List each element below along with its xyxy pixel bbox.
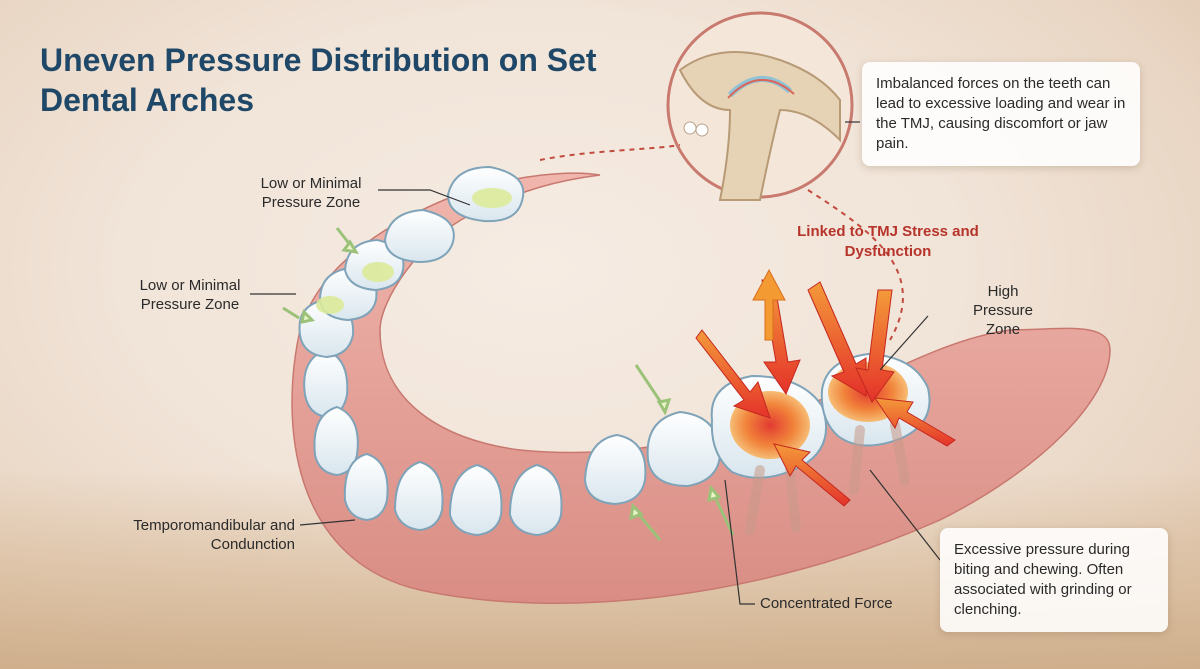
tmj-joint-inset (666, 11, 854, 201)
label-low-pressure-top: Low or Minimal Pressure Zone (260, 175, 362, 211)
orange-up-arrow (752, 268, 786, 341)
tmj-callout-text: Imbalanced forces on the teeth can lead … (876, 75, 1126, 152)
low-pressure-arrows (282, 227, 735, 541)
leader-lines (250, 121, 941, 605)
mid-molar (646, 410, 722, 488)
front-teeth (303, 348, 647, 537)
label-high-pressure-zone: High Pressure Zone (972, 283, 1034, 338)
tmj-callout-card: Imbalanced forces on the teeth can lead … (862, 62, 1140, 166)
label-low-pressure-left: Low or Minimal Pressure Zone (139, 277, 241, 313)
pressure-callout-card: Excessive pressure during biting and che… (940, 528, 1168, 632)
page-title: Uneven Pressure Distribution on Set Dent… (40, 42, 597, 118)
tmj-dashed-connectors (539, 144, 904, 341)
label-concentrated-force: Concentrated Force (760, 595, 893, 612)
label-tmj-link: Linked to TMJ Stress and Dysfunction (797, 223, 979, 260)
label-temporomandibular: Temporomandibular and Condunction (133, 517, 295, 553)
pressure-callout-text: Excessive pressure during biting and che… (954, 541, 1132, 618)
